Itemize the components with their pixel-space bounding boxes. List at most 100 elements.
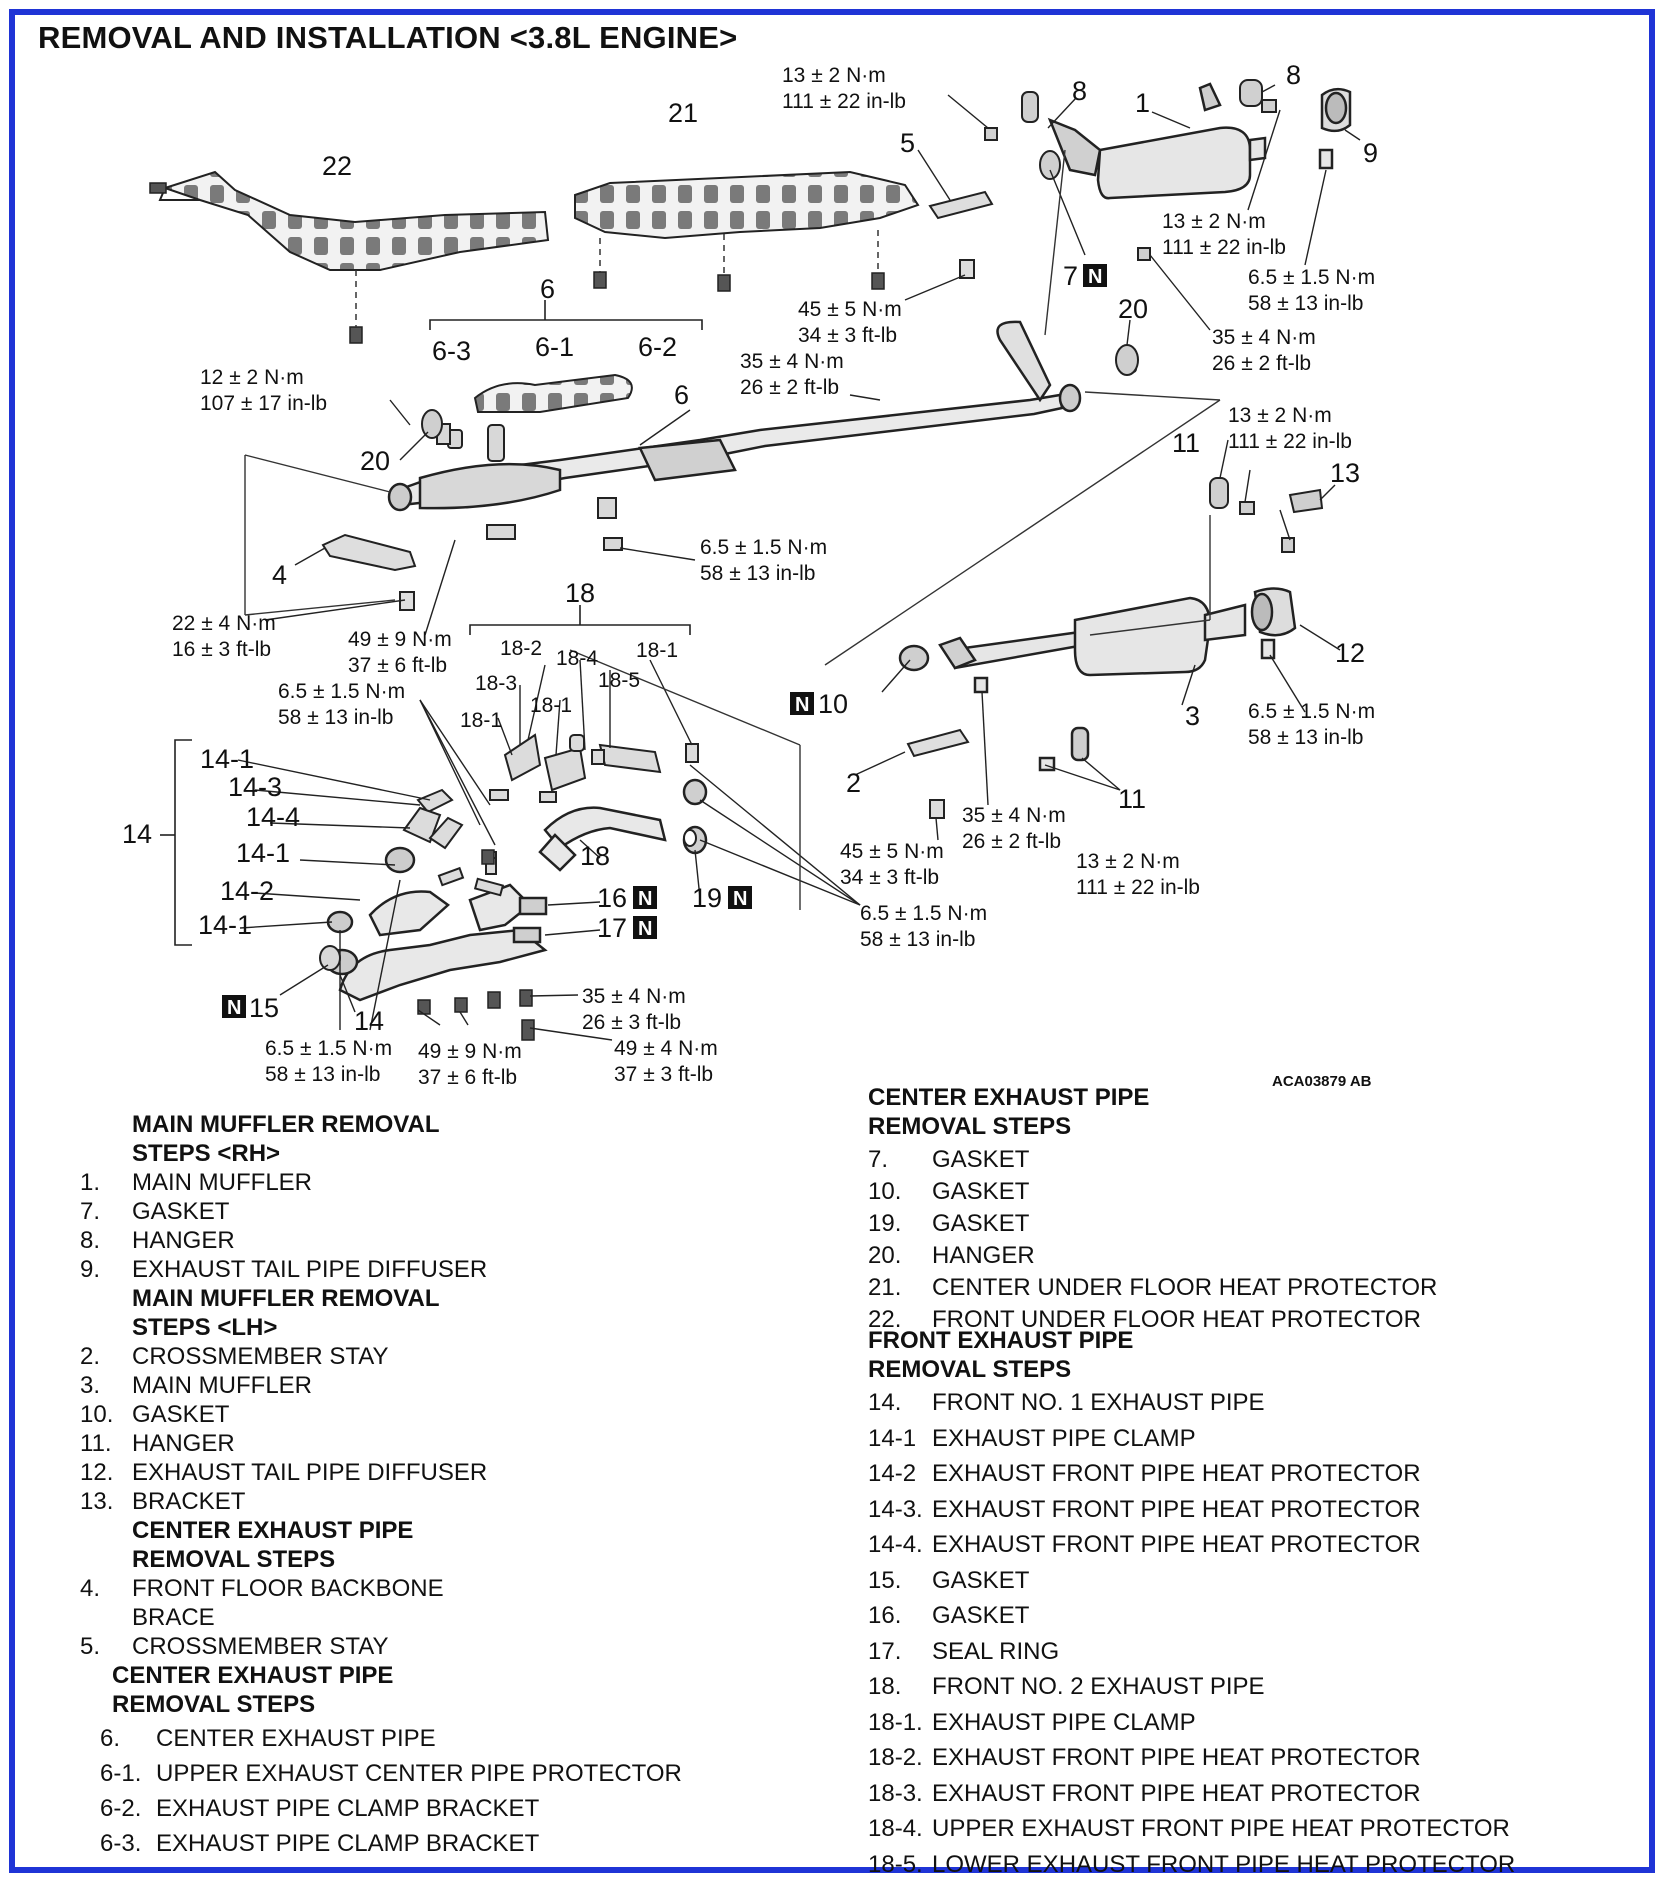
new-part-letter-7: N — [1088, 266, 1102, 288]
section-heading: REMOVAL STEPS — [112, 1691, 316, 1718]
leader-dashed-lines — [244, 149, 1221, 910]
new-part-marker-15 — [222, 995, 246, 1018]
left-steps-list: MAIN MUFFLER REMOVAL STEPS <RH> 1.MAIN M… — [80, 1110, 682, 1861]
step-row: 10.GASKET — [80, 1400, 682, 1429]
torque-spec: 37 ± 6 ft-lb — [348, 654, 447, 677]
step-text: GASKET — [932, 1566, 1030, 1594]
step-number: 5. — [80, 1633, 101, 1660]
torque-spec: 26 ± 2 ft-lb — [740, 376, 839, 399]
hangers-8 — [984, 79, 1277, 261]
step-row: 11.HANGER — [80, 1429, 682, 1458]
torque-spec: 6.5 ± 1.5 N·m — [265, 1037, 392, 1060]
crossmember-stay-5 — [928, 190, 994, 279]
torque-spec: 35 ± 4 N·m — [962, 804, 1066, 827]
new-part-letter-15: N — [227, 997, 241, 1019]
step-row: BRACE — [80, 1603, 682, 1632]
callout-20a: 20 — [1118, 294, 1148, 324]
new-part-marker-17 — [633, 916, 657, 939]
step-text: UPPER EXHAUST CENTER PIPE PROTECTOR — [156, 1760, 682, 1787]
step-text: GASKET — [932, 1210, 1030, 1237]
callout-1: 1 — [1135, 88, 1150, 118]
step-text: EXHAUST FRONT PIPE HEAT PROTECTOR — [932, 1495, 1421, 1523]
figure-reference: ACA03879 AB — [1272, 1073, 1372, 1090]
step-text: BRACKET — [132, 1488, 246, 1515]
step-row: 8.HANGER — [80, 1226, 682, 1255]
torque-spec: 12 ± 2 N·m — [200, 366, 304, 389]
heat-protector-21 — [574, 170, 920, 240]
torque-spec: 13 ± 2 N·m — [1228, 404, 1332, 427]
callout-6-1: 6-1 — [535, 332, 574, 362]
step-row: 12.EXHAUST TAIL PIPE DIFFUSER — [80, 1458, 682, 1487]
callout-6-2: 6-2 — [638, 332, 677, 362]
gasket-15-19 — [319, 829, 697, 971]
callout-14-1b: 14-1 — [236, 838, 290, 868]
step-number: 19. — [868, 1210, 902, 1237]
section-heading: CENTER EXHAUST PIPE — [112, 1662, 394, 1689]
step-text: CENTER UNDER FLOOR HEAT PROTECTOR — [932, 1274, 1438, 1301]
callout-14-3: 14-3 — [228, 772, 282, 802]
callout-11b: 11 — [1118, 784, 1146, 814]
callout-8a: 8 — [1072, 76, 1087, 106]
step-row: 4.FRONT FLOOR BACKBONE — [80, 1574, 682, 1603]
step-number: 21. — [868, 1274, 902, 1301]
step-number: 18-1. — [868, 1708, 923, 1736]
step-text: EXHAUST TAIL PIPE DIFFUSER — [132, 1256, 488, 1283]
leader-lines — [237, 84, 1361, 1041]
section-heading: STEPS <RH> — [132, 1140, 281, 1167]
step-row: 13.BRACKET — [80, 1487, 682, 1516]
callout-10: 10 — [818, 689, 848, 719]
torque-spec: 45 ± 5 N·m — [798, 298, 902, 321]
right-steps-list: CENTER EXHAUST PIPE REMOVAL STEPS 7.GASK… — [868, 1083, 1515, 1882]
step-text: CROSSMEMBER STAY — [132, 1633, 389, 1660]
section-heading: MAIN MUFFLER REMOVAL — [132, 1111, 440, 1138]
step-number — [80, 1603, 132, 1632]
callout-16: 16 — [597, 883, 627, 913]
step-text: EXHAUST FRONT PIPE HEAT PROTECTOR — [932, 1744, 1421, 1771]
step-number: 14-1 — [868, 1424, 917, 1452]
section-heading: REMOVAL STEPS — [868, 1356, 1072, 1383]
step-row: 1.MAIN MUFFLER — [80, 1168, 682, 1197]
new-part-marker-7 — [1083, 264, 1107, 287]
callout-14-4: 14-4 — [246, 802, 300, 832]
brace-4 — [321, 533, 417, 611]
torque-spec: 35 ± 4 N·m — [582, 985, 686, 1008]
callout-22: 22 — [322, 151, 352, 181]
step-number: 17. — [868, 1637, 902, 1665]
callout-8b: 8 — [1286, 60, 1301, 90]
torque-spec: 26 ± 2 ft-lb — [962, 830, 1061, 853]
callout-15: 15 — [249, 993, 279, 1023]
torque-spec: 34 ± 3 ft-lb — [840, 866, 939, 889]
step-text: CROSSMEMBER STAY — [132, 1343, 389, 1370]
step-number: 18-2. — [868, 1744, 923, 1771]
step-text: HANGER — [132, 1430, 235, 1457]
callout-18-2: 18-2 — [500, 637, 542, 660]
step-row: 6-1.UPPER EXHAUST CENTER PIPE PROTECTOR — [100, 1756, 682, 1791]
torque-spec: 111 ± 22 in-lb — [1076, 876, 1200, 899]
step-text: EXHAUST PIPE CLAMP BRACKET — [156, 1795, 540, 1822]
step-text: FRONT UNDER FLOOR HEAT PROTECTOR — [932, 1306, 1421, 1333]
step-number: 6-2. — [100, 1795, 142, 1822]
step-number: 16. — [868, 1602, 902, 1629]
torque-spec: 13 ± 2 N·m — [1076, 850, 1180, 873]
section-heading: CENTER EXHAUST PIPE — [868, 1084, 1150, 1111]
torque-spec: 26 ± 3 ft-lb — [582, 1011, 681, 1034]
step-number: 15. — [868, 1566, 902, 1594]
step-number: 2. — [80, 1343, 101, 1370]
torque-spec: 49 ± 9 N·m — [348, 628, 452, 651]
callout-14-2: 14-2 — [220, 876, 274, 906]
step-text: EXHAUST FRONT PIPE HEAT PROTECTOR — [932, 1531, 1421, 1558]
torque-spec: 13 ± 2 N·m — [782, 64, 886, 87]
callout-20b: 20 — [360, 446, 390, 476]
step-row: 19. GASKET — [868, 1208, 1515, 1240]
torque-spec: 58 ± 13 in-lb — [265, 1063, 380, 1086]
step-number: 14-4. — [868, 1531, 923, 1558]
torque-spec: 16 ± 3 ft-lb — [172, 638, 271, 661]
step-row: 9.EXHAUST TAIL PIPE DIFFUSER — [80, 1255, 682, 1284]
torque-spec: 6.5 ± 1.5 N·m — [278, 680, 405, 703]
section-heading: STEPS <LH> — [132, 1314, 278, 1341]
callout-4: 4 — [272, 560, 287, 590]
